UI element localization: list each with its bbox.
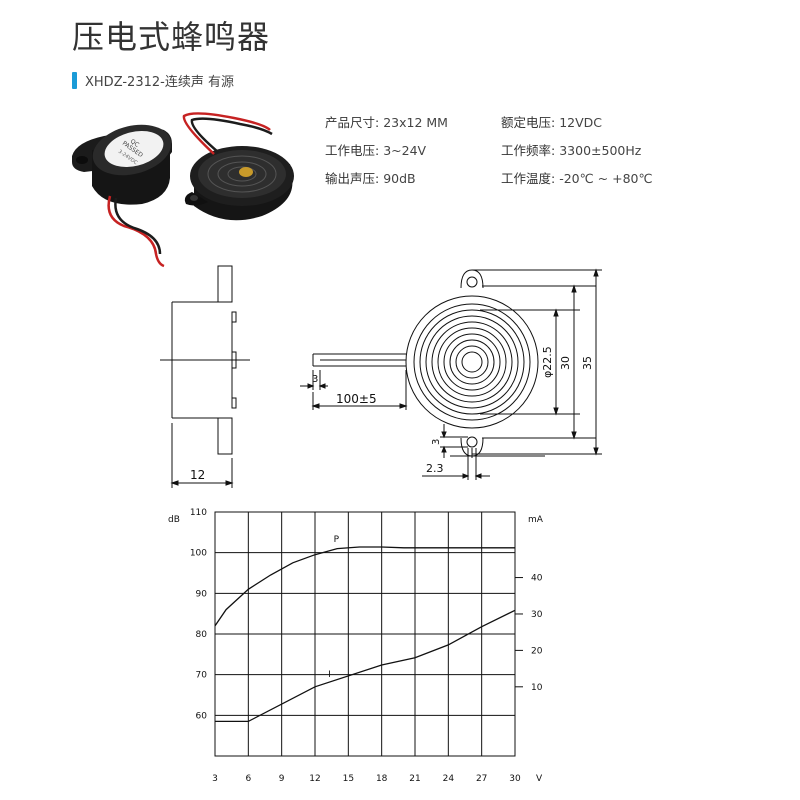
right-unit-label: mA	[528, 515, 544, 525]
spec-rated-voltage: 额定电压:12VDC	[501, 115, 603, 130]
x-tick-label: 9	[279, 774, 285, 784]
dim-ear-label: 2.3	[426, 462, 444, 475]
buzzer-right	[184, 146, 294, 221]
x-tick-label: 15	[343, 774, 354, 784]
right-tick-label: 10	[531, 683, 543, 693]
side-view	[160, 265, 250, 488]
right-tick-label: 30	[531, 610, 543, 620]
spec-sound-pressure: 输出声压:90dB	[325, 171, 416, 186]
page-title: 压电式蜂鸣器	[72, 18, 271, 56]
dim-body-diameter-label: 30	[559, 356, 572, 370]
dim-wire-length-label: 100±5	[336, 392, 377, 406]
accent-bar	[72, 71, 77, 89]
x-tick-label: 12	[309, 774, 320, 784]
x-tick-label: 24	[443, 774, 455, 784]
right-tick-label: 20	[531, 646, 543, 656]
dimension-drawing: 12 3 100±5 φ22.5 30 35 3 2.3	[160, 265, 602, 488]
x-tick-label: 21	[409, 774, 420, 784]
dim-wire-tip-label: 3	[312, 374, 318, 385]
x-unit-label: V	[536, 774, 543, 784]
left-tick-label: 100	[190, 549, 207, 559]
product-photo: QC PASSED 3-24VDC	[72, 112, 294, 268]
dim-overall-length-label: 35	[581, 356, 594, 370]
left-tick-label: 110	[190, 508, 207, 518]
spec-working-voltage: 工作电压:3~24V	[325, 143, 427, 158]
series-label-i: I	[328, 670, 331, 680]
left-tick-label: 80	[196, 630, 208, 640]
x-tick-label: 6	[245, 774, 251, 784]
top-view	[300, 268, 602, 480]
dim-inner-diameter-label: φ22.5	[541, 346, 554, 378]
series-line-i	[215, 609, 516, 723]
spec-frequency: 工作频率:3300±500Hz	[501, 143, 642, 158]
spec-size: 产品尺寸:23x12 MM	[325, 115, 448, 130]
x-tick-label: 18	[376, 774, 388, 784]
spec-table: 产品尺寸:23x12 MM 额定电压:12VDC 工作电压:3~24V 工作频率…	[325, 112, 701, 187]
model-subtitle: XHDZ-2312-连续声 有源	[72, 70, 234, 90]
series-label-p: P	[334, 535, 340, 545]
x-tick-label: 30	[509, 774, 521, 784]
x-tick-label: 27	[476, 774, 487, 784]
left-tick-label: 70	[196, 671, 208, 681]
label-qc: QC	[129, 138, 140, 149]
dim-height-label: 12	[190, 468, 205, 482]
performance-chart: 110 100 90 80 70 60 40 30 20 10 3 6 9 12 15 18 21 24 27 3…	[168, 508, 544, 784]
x-tick-label: 3	[212, 774, 218, 784]
buzzer-left: QC PASSED 3-24VDC	[72, 124, 172, 205]
dim-hole-label: 3	[431, 439, 442, 445]
right-tick-label: 40	[531, 574, 543, 584]
model-subtitle-text: XHDZ-2312-连续声 有源	[85, 74, 234, 90]
spec-temperature: 工作温度:-20℃ ~ +80℃	[501, 171, 653, 186]
left-unit-label: dB	[168, 515, 180, 525]
left-tick-label: 60	[196, 711, 208, 721]
series-line-p	[214, 546, 515, 627]
left-tick-label: 90	[196, 589, 208, 599]
